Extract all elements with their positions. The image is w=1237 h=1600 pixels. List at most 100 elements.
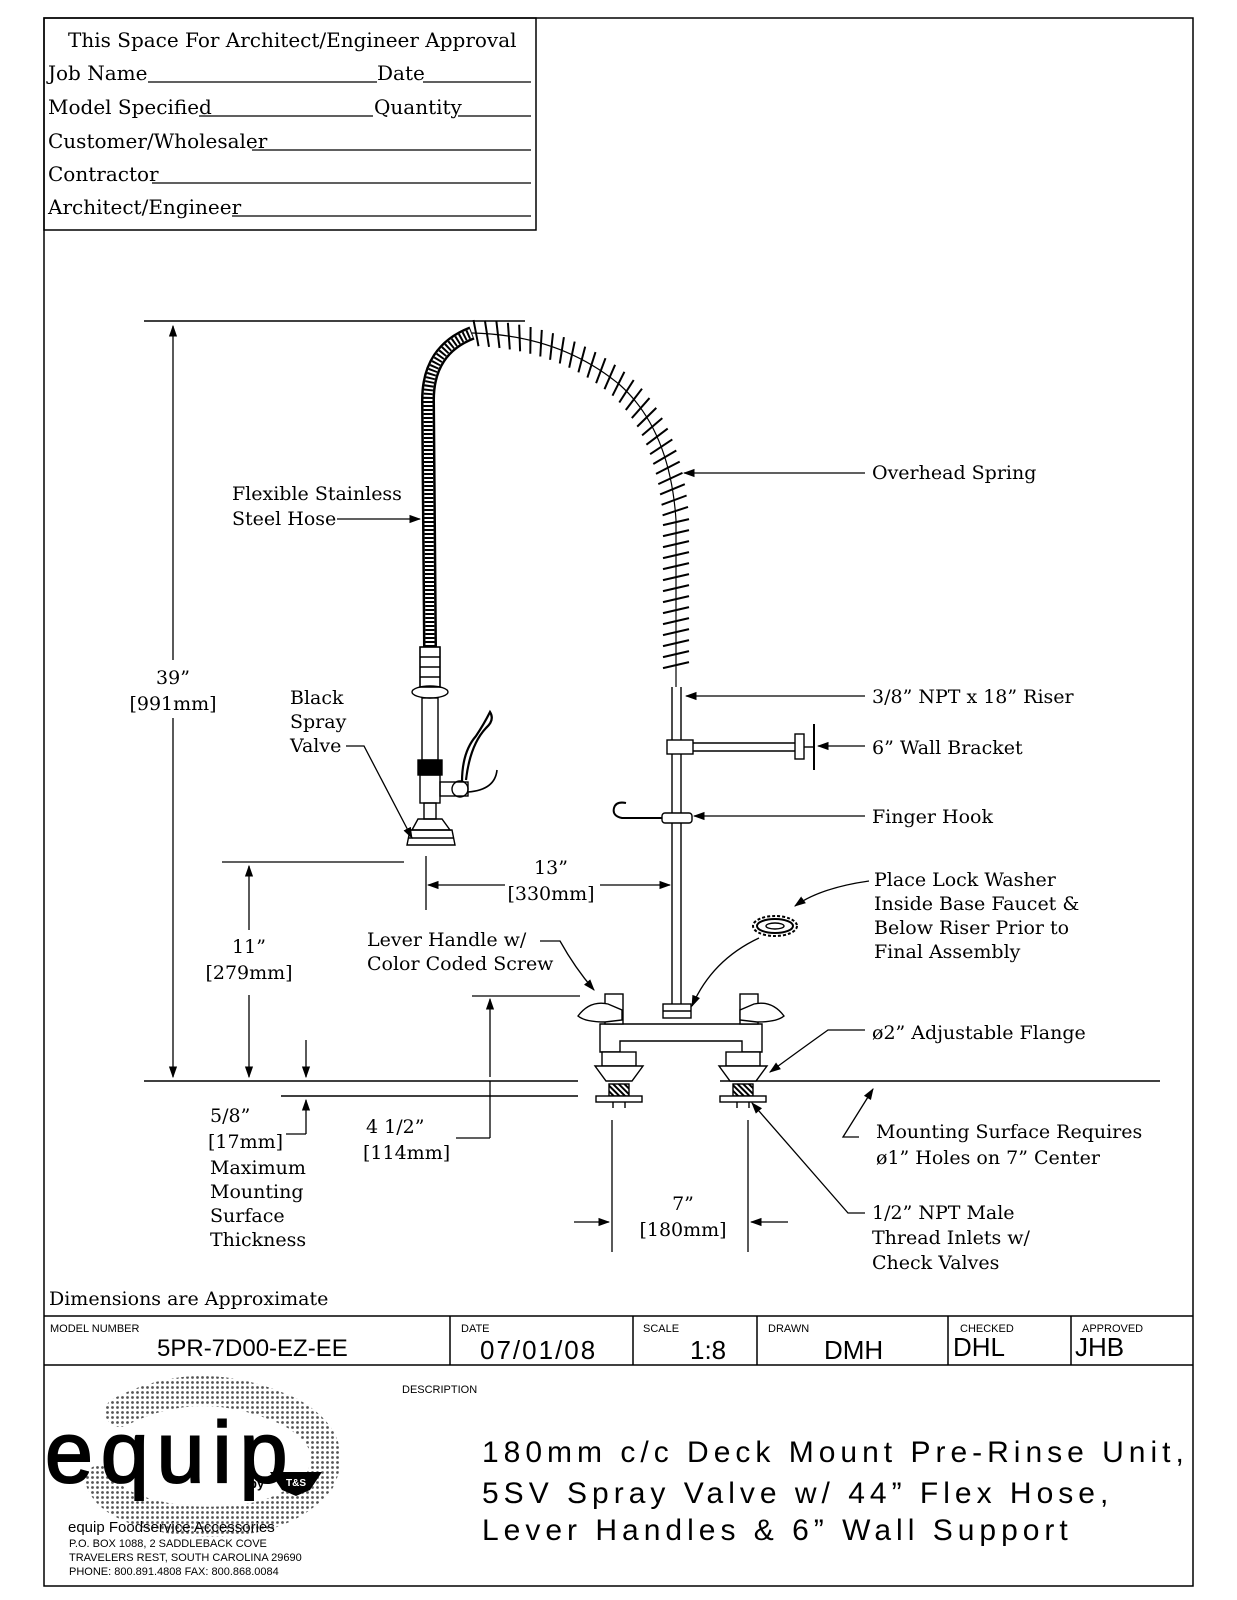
callout-flex-hose-2: Steel Hose: [232, 508, 336, 530]
company-info: equip Foodservice Accessories P.O. BOX 1…: [68, 1519, 302, 1578]
description-line-2: 5SV Spray Valve w/ 44” Flex Hose,: [482, 1477, 1113, 1510]
dim-center-in: 7”: [672, 1193, 694, 1215]
spring-coil: [611, 371, 626, 397]
callout-inlets-2: Thread Inlets w/: [872, 1227, 1031, 1249]
spring-coil: [641, 417, 663, 437]
company-address-1: P.O. BOX 1088, 2 SADDLEBACK COVE: [69, 1538, 267, 1550]
architect-label: Architect/Engineer: [47, 195, 242, 219]
spring-coil: [662, 661, 690, 670]
callout-inlets-3: Check Valves: [872, 1252, 999, 1274]
spring-coil: [662, 628, 690, 637]
customer-label: Customer/Wholesaler: [48, 129, 268, 153]
callout-black-spray-3: Valve: [289, 735, 341, 757]
spring-coil: [625, 388, 643, 411]
logo-wordmark: equip: [45, 1405, 295, 1501]
quantity-label: Quantity: [374, 95, 463, 119]
brand-shield-icon: [270, 1472, 322, 1496]
dim-thick-note-2: Mounting: [210, 1181, 303, 1203]
spring-coil: [636, 407, 657, 428]
overhead-spring: [471, 332, 677, 687]
callout-mounting-1: Mounting Surface Requires: [876, 1121, 1142, 1143]
callout-leaders: [337, 468, 874, 1214]
spring-coil: [662, 518, 690, 527]
spring-coil: [662, 650, 690, 659]
company-phone: PHONE: 800.891.4808 FAX: 800.868.0084: [69, 1566, 279, 1578]
date-value: 07/01/08: [480, 1335, 597, 1365]
spring-coil: [649, 438, 673, 456]
spring-coil: [662, 584, 690, 593]
logo-swoosh: [85, 1376, 341, 1537]
callout-lever-handle-1: Lever Handle w/: [367, 929, 527, 951]
callout-flex-hose-1: Flexible Stainless: [232, 483, 402, 505]
description-line-1: 180mm c/c Deck Mount Pre-Rinse Unit,: [482, 1436, 1189, 1469]
spring-coil: [662, 595, 690, 604]
dim-thick-note-4: Thickness: [210, 1229, 306, 1251]
logo-by: by: [249, 1476, 265, 1491]
callout-finger-hook: Finger Hook: [872, 806, 993, 828]
spring-coil: [618, 379, 635, 404]
callout-black-spray-2: Spray: [290, 711, 347, 733]
spring-coil: [662, 551, 690, 560]
dim-thick-mm: [17mm]: [208, 1131, 283, 1153]
model-number-value: 5PR-7D00-EZ-EE: [157, 1335, 348, 1362]
dim-thick-note-1: Maximum: [210, 1157, 306, 1179]
dim-reach-in: 13”: [534, 857, 568, 879]
checked-value: DHL: [953, 1332, 1005, 1362]
callout-inlets-1: 1/2” NPT Male: [872, 1202, 1015, 1224]
title-block-values: 5PR-7D00-EZ-EE 07/01/08 1:8 DMH DHL JHB: [157, 1332, 1124, 1365]
spring-coil: [495, 321, 501, 349]
lock-washer: [752, 915, 798, 937]
spring-coil: [652, 449, 677, 465]
dim-spray-mm: [279mm]: [205, 962, 292, 984]
approved-label: APPROVED: [1082, 1323, 1143, 1335]
faucet-body: [577, 993, 785, 1108]
dim-height-in: 39”: [156, 667, 190, 689]
dimension-text: 39” [991mm] 11” [279mm] 13” [330mm] 5/8”…: [129, 667, 726, 1251]
finger-hook: [612, 801, 676, 819]
spring-coil: [558, 336, 565, 364]
spring-coil: [661, 494, 687, 506]
spring-coil: [603, 364, 617, 390]
spring-coil: [506, 322, 511, 350]
dimension-lines: [168, 324, 788, 1252]
spring-coil: [586, 351, 597, 378]
contractor-label: Contractor: [48, 162, 159, 186]
description: 180mm c/c Deck Mount Pre-Rinse Unit, 5SV…: [482, 1436, 1189, 1547]
callout-text: Flexible Stainless Steel Hose Overhead S…: [232, 462, 1142, 1274]
company-address-2: TRAVELERS REST, SOUTH CAROLINA 29690: [69, 1552, 302, 1564]
drawn-label: DRAWN: [768, 1323, 809, 1335]
spring-coil: [539, 329, 543, 357]
title-block: [44, 1315, 1193, 1366]
callout-flange: ø2” Adjustable Flange: [872, 1022, 1086, 1044]
spring-coil: [472, 319, 480, 347]
callout-lock-washer-2: Inside Base Faucet &: [874, 893, 1079, 915]
dimensions-note: Dimensions are Approximate: [49, 1288, 328, 1310]
approval-title: This Space For Architect/Engineer Approv…: [68, 28, 517, 52]
spring-coil: [662, 529, 690, 538]
spring-coil: [595, 357, 607, 384]
spring-coil: [662, 540, 690, 549]
callout-lock-washer-4: Final Assembly: [874, 941, 1021, 963]
faucet-drawing: [144, 319, 1160, 1108]
model-specified-label: Model Specified: [48, 95, 212, 119]
scale-value: 1:8: [690, 1335, 726, 1365]
spring-coil: [662, 606, 690, 615]
spring-coil: [657, 471, 683, 486]
callout-lever-handle-2: Color Coded Screw: [367, 953, 554, 975]
callout-lock-washer-3: Below Riser Prior to: [874, 917, 1069, 939]
spring-coil: [483, 320, 490, 348]
spring-coil: [659, 483, 686, 496]
spring-coil: [655, 460, 681, 475]
description-label: DESCRIPTION: [402, 1384, 477, 1396]
approval-box: This Space For Architect/Engineer Approv…: [43, 17, 537, 231]
spring-coil: [577, 346, 587, 373]
dim-thick-in: 5/8”: [210, 1105, 250, 1127]
company-logo: equip by T&S: [44, 1376, 341, 1537]
spray-valve: [406, 646, 498, 846]
callout-riser: 3/8” NPT x 18” Riser: [872, 686, 1075, 708]
wall-bracket: [666, 724, 815, 770]
dim-base-in: 4 1/2”: [366, 1116, 424, 1138]
spring-coil: [631, 397, 651, 419]
dim-reach-mm: [330mm]: [507, 883, 594, 905]
